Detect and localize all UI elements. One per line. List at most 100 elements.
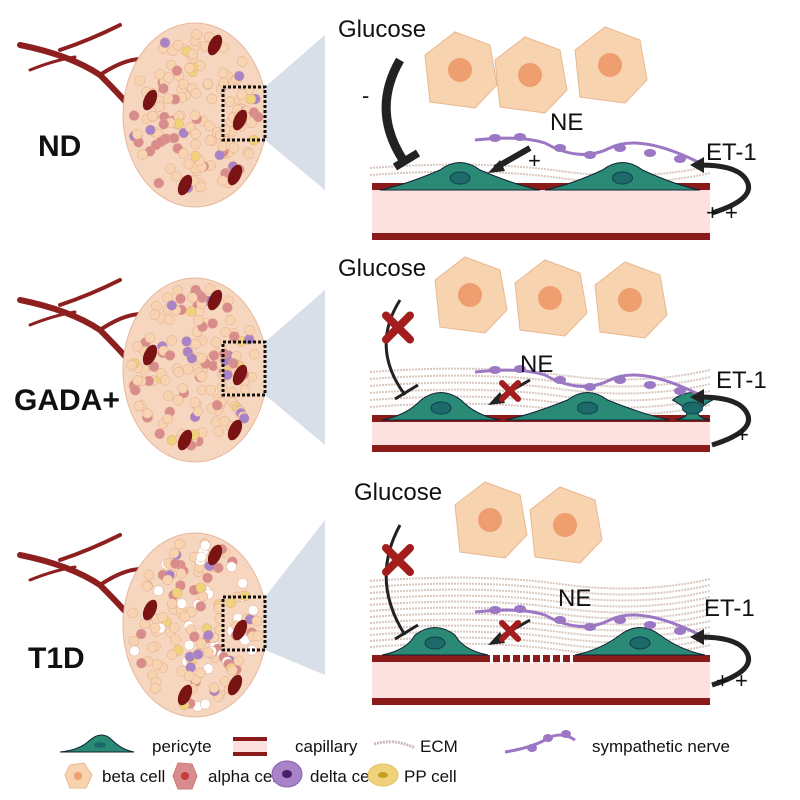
- legend-pp-cell-icon: [367, 763, 399, 787]
- et1-label: ET-1: [706, 139, 757, 166]
- endothelial-gap: [520, 654, 523, 663]
- legend-beta-label: beta cell: [102, 767, 165, 786]
- condition-label-gada: GADA+: [14, 384, 120, 417]
- beta-cell: [424, 31, 498, 109]
- ne-label: NE: [520, 351, 553, 378]
- pericyte: [381, 392, 501, 421]
- capillary-cross-section: [227, 674, 243, 696]
- ecm-fiber: [369, 576, 711, 590]
- endothelial-gap: [570, 654, 573, 663]
- legend-alpha-label: alpha cell: [208, 767, 280, 786]
- blocked-x-icon: [499, 380, 521, 402]
- endothelial-gap: [490, 654, 493, 663]
- beta-cell: [494, 36, 568, 114]
- ne-label: NE: [558, 585, 591, 612]
- legend-capillary-icon: [233, 737, 267, 756]
- sympathetic-nerve: [474, 365, 701, 397]
- pericyte: [504, 392, 671, 421]
- pericyte: [381, 627, 489, 656]
- zoom-box: [221, 340, 267, 397]
- islet: [122, 532, 268, 718]
- et1-effect: + +: [706, 200, 738, 225]
- et1-autocrine-arrow: [690, 389, 752, 448]
- glucose-label: Glucose: [338, 16, 426, 43]
- glucose-inhibition-arrow: [384, 524, 419, 641]
- panel-nd: [17, 22, 752, 240]
- et1-effect: + +: [716, 668, 748, 693]
- ecm-fiber: [369, 582, 711, 596]
- capillary-cross-section: [177, 429, 193, 451]
- zoom-box: [221, 595, 267, 652]
- legend-pp-label: PP cell: [404, 767, 457, 786]
- condition-label-t1d: T1D: [28, 642, 85, 675]
- beta-cell: [574, 26, 648, 104]
- et1-label: ET-1: [704, 595, 755, 622]
- endothelial-gap: [560, 654, 563, 663]
- ecm-fiber: [369, 600, 711, 614]
- capillary-cross-section: [142, 89, 158, 111]
- legend-ecm-label: ECM: [420, 737, 458, 756]
- zoom-box: [221, 85, 267, 142]
- capillary-cross-section: [207, 544, 223, 566]
- endothelial-gap: [540, 654, 543, 663]
- ecm-fiber: [369, 606, 711, 620]
- capillary-cross-section: [207, 289, 223, 311]
- legend-pericyte-label: pericyte: [152, 737, 212, 756]
- et1-autocrine-arrow: [690, 629, 752, 688]
- islet: [122, 22, 268, 208]
- capillary: [372, 654, 710, 705]
- legend-delta-label: delta cell: [310, 767, 377, 786]
- capillary-cross-section: [227, 164, 243, 186]
- blocked-x-icon: [382, 311, 414, 344]
- endothelial-gap: [510, 654, 513, 663]
- zoom-projection: [265, 35, 325, 190]
- ecm-fiber: [369, 588, 711, 602]
- blocked-x-icon: [499, 620, 521, 642]
- ecm-fiber: [369, 367, 711, 381]
- legend: pericyte capillary ECM sympathetic nerve…: [59, 730, 730, 790]
- capillary-cross-section: [142, 599, 158, 621]
- capillary: [372, 183, 710, 240]
- beta-cell: [514, 259, 588, 337]
- glucose-label: Glucose: [354, 479, 442, 506]
- glucose-label: Glucose: [338, 255, 426, 282]
- glucose-effect: -: [362, 83, 369, 108]
- ecm-fiber: [369, 163, 711, 177]
- legend-beta-cell-icon: [64, 762, 93, 789]
- capillary-cross-section: [232, 619, 248, 641]
- ecm-fiber: [369, 388, 711, 402]
- ne-effect: +: [528, 148, 541, 173]
- endothelial-gap: [550, 654, 553, 663]
- pericyte: [544, 162, 701, 191]
- capillary-cross-section: [232, 364, 248, 386]
- condition-label-nd: ND: [38, 130, 81, 163]
- beta-cell: [529, 486, 603, 564]
- et1-effect: +: [736, 422, 749, 447]
- legend-capillary-label: capillary: [295, 737, 358, 756]
- beta-cell: [594, 261, 668, 339]
- endothelial-gap: [530, 654, 533, 663]
- legend-delta-cell-icon: [271, 760, 303, 788]
- legend-ecm-icon: [373, 740, 416, 750]
- ecm-fiber: [369, 381, 711, 395]
- pericyte: [574, 627, 706, 656]
- capillary-cross-section: [207, 34, 223, 56]
- legend-alpha-cell-icon: [172, 762, 198, 790]
- endothelial-gap: [500, 654, 503, 663]
- legend-pericyte-icon: [59, 734, 135, 753]
- capillary-cross-section: [177, 684, 193, 706]
- blocked-x-icon: [382, 544, 414, 576]
- ne-arrow: [488, 145, 532, 173]
- sympathetic-nerve: [474, 605, 701, 637]
- glucose-inhibition-arrow: [384, 299, 419, 401]
- panel-t1d: [17, 481, 752, 718]
- capillary-cross-section: [232, 109, 248, 131]
- capillary: [372, 415, 710, 452]
- sympathetic-nerve: [474, 133, 701, 165]
- pericyte: [379, 162, 541, 191]
- beta-cell: [454, 481, 528, 559]
- legend-nerve-label: sympathetic nerve: [592, 737, 730, 756]
- beta-cell: [434, 256, 508, 334]
